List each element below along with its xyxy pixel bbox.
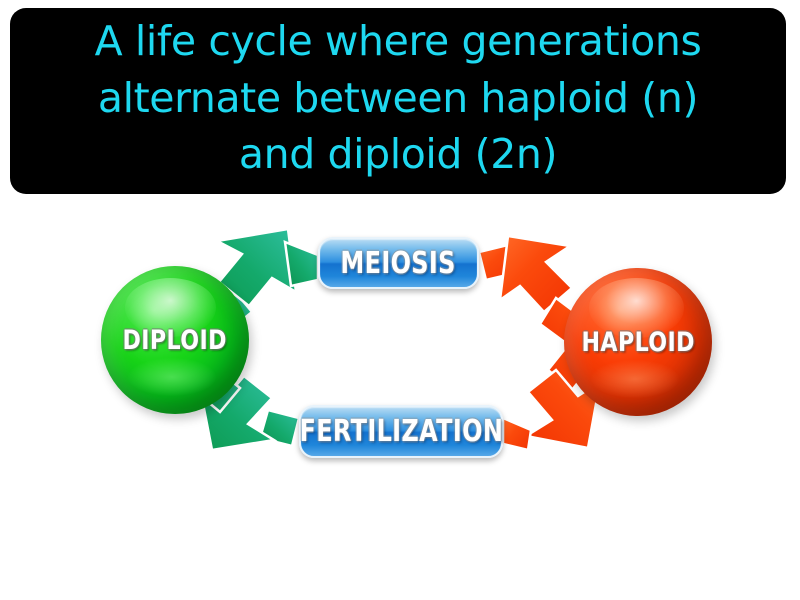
cycle-diagram: DIPLOID HAPLOID MEIOSIS FERTILIZATION xyxy=(0,200,800,490)
process-meiosis-button[interactable]: MEIOSIS xyxy=(318,237,479,289)
node-haploid[interactable]: HAPLOID xyxy=(564,268,712,416)
node-diploid-label: DIPLOID xyxy=(122,324,228,356)
definition-banner: A life cycle where generations alternate… xyxy=(10,8,786,194)
node-diploid[interactable]: DIPLOID xyxy=(101,266,249,414)
sphere-lower-highlight-icon xyxy=(127,357,217,397)
sphere-lower-highlight-icon xyxy=(590,359,680,399)
node-haploid-label: HAPLOID xyxy=(581,326,695,358)
process-meiosis-label: MEIOSIS xyxy=(340,245,457,281)
process-fertilization-button[interactable]: FERTILIZATION xyxy=(299,405,503,458)
process-fertilization-label: FERTILIZATION xyxy=(299,414,503,449)
definition-text: A life cycle where generations alternate… xyxy=(94,17,702,179)
